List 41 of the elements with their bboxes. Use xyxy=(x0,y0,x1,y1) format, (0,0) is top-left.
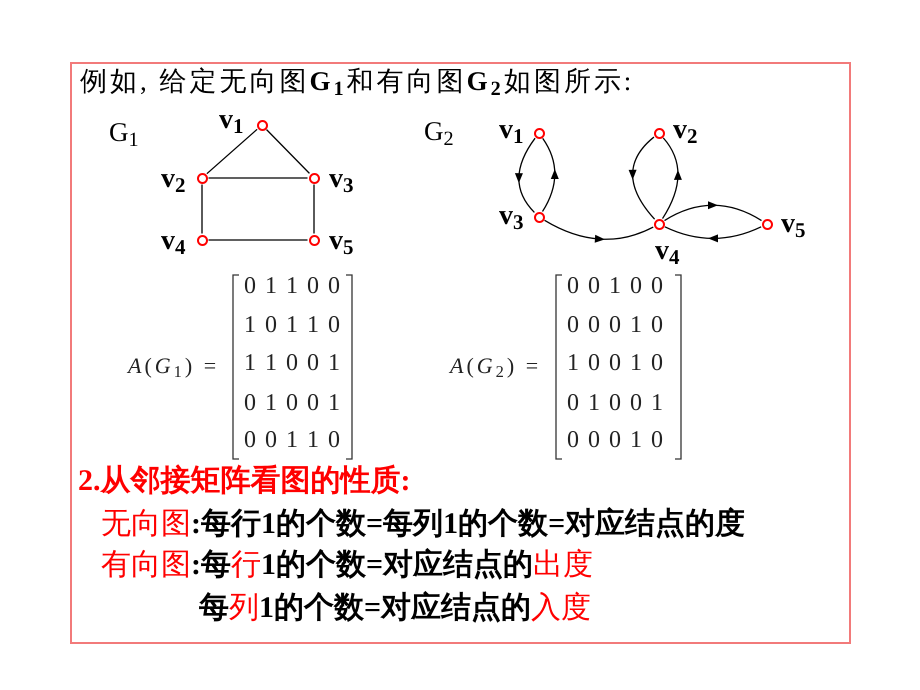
matrix-row: 0 0 1 1 0 xyxy=(244,428,340,452)
vertex-label: v$_{4}$ xyxy=(161,227,186,255)
matrix-row: 0 0 1 0 0 xyxy=(567,274,663,298)
property-text: 有向图:每行1的个数=对应结点的出度 xyxy=(101,550,594,580)
arrow xyxy=(514,138,536,213)
graph-title: G$_{2}$ xyxy=(424,118,454,145)
arrow xyxy=(628,136,656,220)
arrow xyxy=(542,138,559,212)
arrow xyxy=(664,226,762,242)
matrix-row: 0 1 1 0 0 xyxy=(244,274,340,298)
matrix-label: A(G$_{1}$) = xyxy=(128,355,220,377)
vertex-label: v$_{4}$ xyxy=(655,237,680,265)
vertex-label: v$_{2}$ xyxy=(161,165,186,193)
arrow xyxy=(664,201,762,222)
edge-line xyxy=(201,184,203,234)
edge-line xyxy=(266,129,310,174)
matrix-row: 0 1 0 0 1 xyxy=(567,391,663,415)
matrix-label: A(G$_{2}$) = xyxy=(450,355,542,377)
vertex-label: v$_{3}$ xyxy=(329,165,354,193)
vertex-label: v$_{1}$ xyxy=(499,116,524,144)
matrix-row: 0 0 0 1 0 xyxy=(567,428,663,452)
property-text: 每列1的个数=对应结点的入度 xyxy=(199,593,592,623)
vertex-label: v$_{3}$ xyxy=(499,202,524,230)
graph-title: G$_{1}$ xyxy=(109,119,139,146)
property-text: 无向图:每行1的个数=每列1的个数=对应结点的度 xyxy=(101,509,746,539)
edge-line xyxy=(208,177,308,179)
vertex-label: v$_{2}$ xyxy=(673,116,698,144)
vertex-label: v$_{5}$ xyxy=(781,210,806,238)
vertex-label: v$_{5}$ xyxy=(329,227,354,255)
matrix-row: 0 1 0 0 1 xyxy=(244,391,340,415)
edge-line xyxy=(313,184,315,234)
edge-line xyxy=(206,128,258,174)
edge-line xyxy=(208,239,308,241)
vertex-label: v$_{1}$ xyxy=(219,106,244,134)
matrix-row: 1 1 0 0 1 xyxy=(244,351,340,375)
matrix-row: 1 0 1 1 0 xyxy=(244,313,340,337)
arrow xyxy=(662,137,682,219)
matrix-row: 1 0 0 1 0 xyxy=(567,351,663,375)
matrix-row: 0 0 0 1 0 xyxy=(567,313,663,337)
arrow xyxy=(544,220,654,243)
section-heading: 2.从邻接矩阵看图的性质: xyxy=(78,466,410,496)
